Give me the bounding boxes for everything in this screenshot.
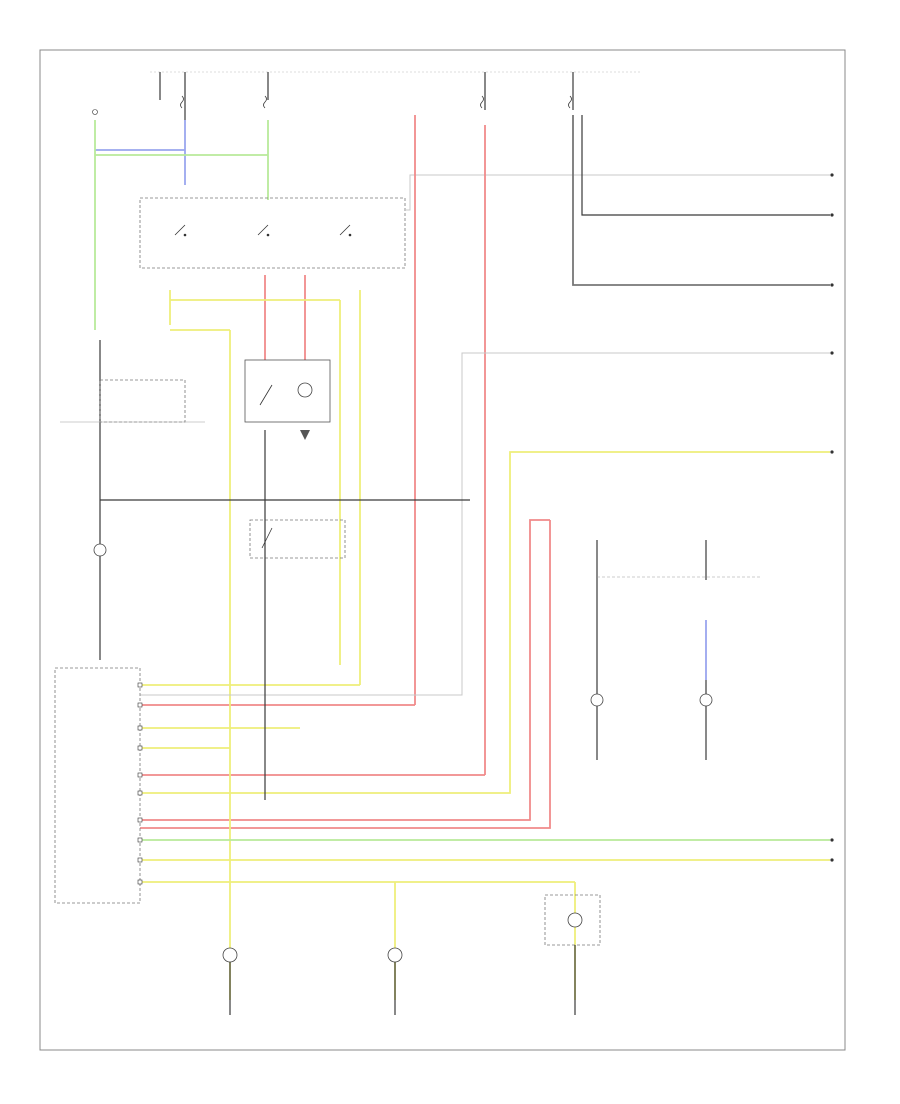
license-lamp-box — [544, 894, 601, 946]
relay-coil-icon — [297, 382, 313, 398]
second-relay-box — [249, 519, 346, 559]
gray-wire-top-right — [405, 174, 830, 211]
right-lamp — [387, 947, 403, 963]
black-wire-terminal-b — [581, 115, 830, 216]
switch-block-left — [99, 379, 186, 423]
right-terminal-g — [830, 858, 834, 862]
relay-contact — [259, 384, 273, 406]
darkgray-wire-terminal-c — [572, 115, 830, 286]
indicator-lamp-left — [93, 543, 107, 557]
switch-terminal — [92, 109, 98, 115]
fuse-symbols — [180, 95, 572, 109]
right-terminal-c — [830, 283, 834, 287]
left-lamp — [222, 947, 238, 963]
gray-wire-terminal-d — [140, 352, 830, 696]
right-terminal-e — [830, 450, 834, 454]
right-terminal-b — [830, 213, 834, 217]
controller-box — [54, 667, 141, 904]
diode-icon — [300, 430, 310, 440]
second-relay-contact — [261, 527, 273, 549]
right-terminal-a — [830, 173, 834, 177]
rear-lamp-left — [590, 693, 604, 707]
license-lamp — [567, 912, 583, 928]
right-terminal-d — [830, 351, 834, 355]
right-terminal-f — [830, 838, 834, 842]
right-terminal-group — [830, 173, 834, 862]
red-wire-lower-2 — [140, 520, 551, 829]
switch-contacts — [174, 224, 352, 237]
relay-box — [244, 359, 331, 423]
combination-switch-box — [139, 197, 406, 269]
diagram-frame — [39, 49, 846, 1051]
rear-lamp-right — [699, 693, 713, 707]
red-wire-lower — [140, 519, 550, 821]
controller-pins — [137, 682, 143, 885]
yellow-wire-terminal-e — [140, 451, 830, 794]
